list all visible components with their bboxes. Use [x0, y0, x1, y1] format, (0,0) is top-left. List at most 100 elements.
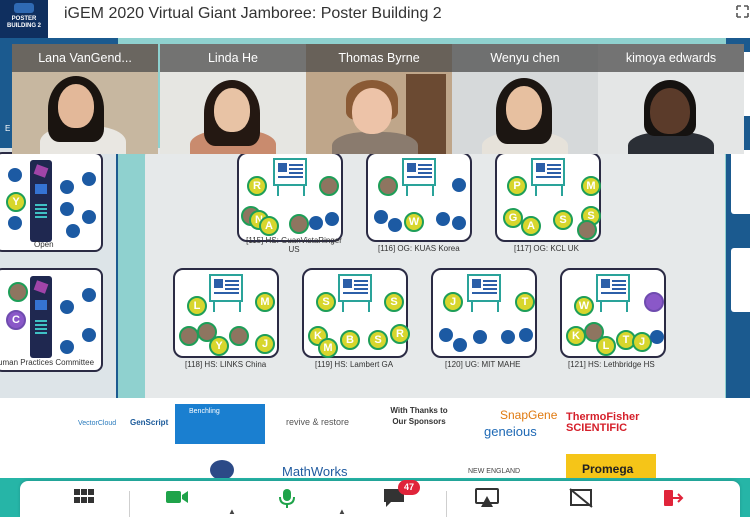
- seat[interactable]: [436, 212, 450, 226]
- video-tile[interactable]: kimoya edwards: [598, 44, 744, 154]
- board-leg: [626, 302, 628, 312]
- participant-avatar-photo[interactable]: [229, 326, 249, 346]
- participant-avatar[interactable]: A: [521, 216, 541, 236]
- person-face: [506, 86, 542, 130]
- grid-view-icon[interactable]: [72, 487, 102, 513]
- seat[interactable]: [60, 202, 74, 216]
- seat[interactable]: [439, 328, 453, 342]
- video-tile[interactable]: Wenyu chen: [452, 44, 598, 154]
- poster-board-icon: [531, 158, 565, 186]
- seat[interactable]: [453, 338, 467, 352]
- participant-avatar[interactable]: S: [316, 292, 336, 312]
- seat[interactable]: [66, 224, 80, 238]
- participant-avatar[interactable]: C: [6, 310, 26, 330]
- participant-avatar[interactable]: L: [596, 336, 616, 356]
- participant-avatar-photo[interactable]: [289, 214, 309, 234]
- poster-table-117[interactable]: P M G A S S: [495, 152, 601, 242]
- seat[interactable]: [374, 210, 388, 224]
- leave-icon[interactable]: [660, 487, 690, 513]
- participant-avatar[interactable]: A: [259, 216, 279, 236]
- participant-avatar[interactable]: P: [507, 176, 527, 196]
- hide-video-icon[interactable]: [568, 487, 598, 513]
- seat[interactable]: [473, 330, 487, 344]
- participant-avatar-photo[interactable]: [319, 176, 339, 196]
- seat[interactable]: [82, 210, 96, 224]
- screen-share-icon[interactable]: [474, 487, 504, 513]
- seat[interactable]: [82, 172, 96, 186]
- seat[interactable]: [60, 340, 74, 354]
- participant-avatar[interactable]: Y: [209, 336, 229, 356]
- participant-avatar[interactable]: R: [390, 324, 410, 344]
- committee-table-open[interactable]: Y Open: [0, 152, 103, 252]
- participant-avatar[interactable]: S: [368, 330, 388, 350]
- participant-avatar[interactable]: B: [340, 330, 360, 350]
- poster-table-121[interactable]: W K L T J: [560, 268, 666, 358]
- participant-avatar[interactable]: M: [581, 176, 601, 196]
- participant-avatar-purple[interactable]: [644, 292, 664, 312]
- participant-avatar[interactable]: J: [255, 334, 275, 354]
- seat[interactable]: [8, 168, 22, 182]
- board-leg: [432, 186, 434, 196]
- seat[interactable]: [650, 330, 664, 344]
- pillar-graphic: [30, 276, 52, 358]
- board-leg: [368, 302, 370, 312]
- participant-avatar[interactable]: J: [632, 332, 652, 352]
- seat[interactable]: [60, 180, 74, 194]
- poster-board-icon: [273, 158, 307, 186]
- participant-avatar-photo[interactable]: [577, 220, 597, 240]
- seat[interactable]: [452, 216, 466, 230]
- participant-avatar[interactable]: L: [187, 296, 207, 316]
- poster-table-119[interactable]: S S K M B S R: [302, 268, 410, 358]
- sponsor-benchling-box: Benchling: [175, 404, 265, 444]
- participant-avatar[interactable]: M: [318, 338, 338, 358]
- expand-icon[interactable]: [735, 4, 750, 19]
- poster-board-icon: [402, 158, 436, 186]
- participant-avatar[interactable]: R: [247, 176, 267, 196]
- participant-avatar[interactable]: Y: [6, 192, 26, 212]
- seat[interactable]: [82, 328, 96, 342]
- participant-avatar[interactable]: S: [384, 292, 404, 312]
- mic-options-chevron-icon[interactable]: ▲: [338, 507, 346, 516]
- seat[interactable]: [325, 212, 339, 226]
- participant-avatar[interactable]: G: [503, 208, 523, 228]
- seat[interactable]: [82, 288, 96, 302]
- camera-icon[interactable]: [164, 487, 194, 513]
- seat[interactable]: [501, 330, 515, 344]
- video-tile[interactable]: Lana VanGend...: [12, 44, 158, 154]
- table-label-116: [116] OG: KUAS Korea: [378, 244, 460, 253]
- participant-avatar[interactable]: S: [553, 210, 573, 230]
- microphone-icon[interactable]: [276, 487, 306, 513]
- poster-table-118[interactable]: L M Y J: [173, 268, 279, 358]
- seat[interactable]: [519, 328, 533, 342]
- seat[interactable]: [388, 218, 402, 232]
- participant-avatar[interactable]: M: [255, 292, 275, 312]
- participant-avatar-photo[interactable]: [8, 282, 28, 302]
- participant-avatar[interactable]: T: [515, 292, 535, 312]
- participant-avatar[interactable]: W: [404, 212, 424, 232]
- committee-table-human-practices[interactable]: C uman Practices Committee: [0, 268, 103, 372]
- poster-table-116[interactable]: W: [366, 152, 472, 242]
- video-tile[interactable]: Thomas Byrne: [306, 44, 452, 154]
- chat-icon[interactable]: [382, 487, 412, 513]
- board-leg: [600, 302, 602, 312]
- seat[interactable]: [60, 300, 74, 314]
- poster-table-120[interactable]: J T: [431, 268, 537, 358]
- poster-table-115[interactable]: R N A: [237, 152, 343, 242]
- sponsor-seal: [210, 460, 234, 480]
- participant-name: kimoya edwards: [598, 44, 744, 72]
- seat[interactable]: [8, 216, 22, 230]
- participant-avatar[interactable]: K: [566, 326, 586, 346]
- camera-options-chevron-icon[interactable]: ▲: [228, 507, 236, 516]
- sponsor-mathworks: MathWorks: [282, 464, 348, 479]
- participant-avatar[interactable]: W: [574, 296, 594, 316]
- participant-avatar[interactable]: J: [443, 292, 463, 312]
- participant-avatar-photo[interactable]: [179, 326, 199, 346]
- seat[interactable]: [452, 178, 466, 192]
- participant-name: Linda He: [160, 44, 306, 72]
- seat[interactable]: [309, 216, 323, 230]
- participant-avatar-photo[interactable]: [378, 176, 398, 196]
- pillar-graphic: [30, 160, 52, 242]
- poster-board-icon: [338, 274, 372, 302]
- sponsor-thanks: With Thanks to Our Sponsors: [390, 406, 448, 426]
- video-tile[interactable]: Linda He: [160, 44, 306, 154]
